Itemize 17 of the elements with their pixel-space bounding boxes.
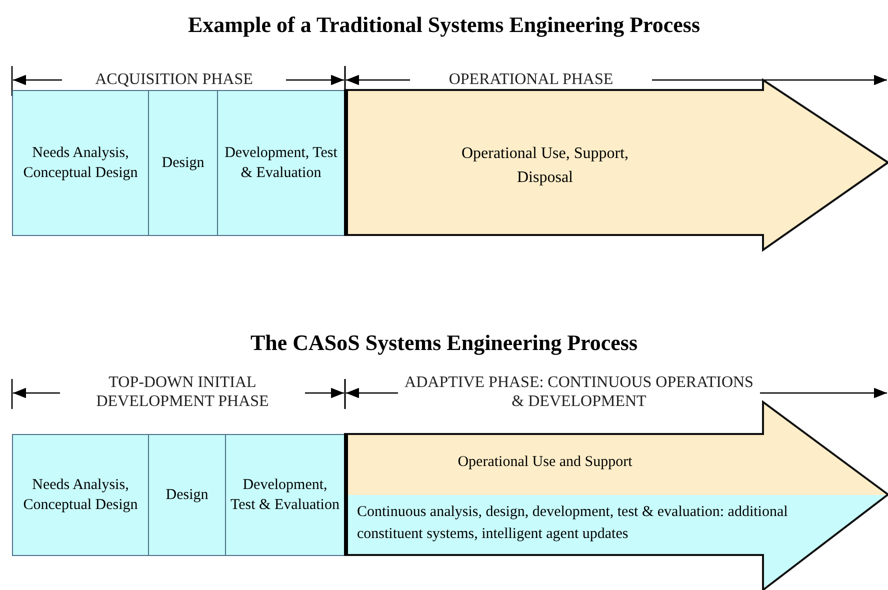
stage-box [148, 90, 218, 236]
band-heading: Operational Use and Support [456, 454, 634, 471]
stage-label: Needs Analysis, Conceptual Design [22, 144, 139, 183]
stage-label: Design [164, 486, 210, 505]
arrow-label: Operational Use, Support, Disposal [460, 144, 630, 188]
band-text: Continuous analysis, design, development, test & evaluation: additional constituent systems, intelligent agent updates [357, 503, 789, 544]
section-heading: The CASoS Systems Engineering Process [249, 330, 639, 356]
stage-label: Needs Analysis, Conceptual Design [22, 476, 139, 515]
stage-box [225, 434, 345, 556]
stage-box [148, 434, 226, 556]
stage-box [217, 90, 345, 236]
stage-label: Development, Test & Evaluation [224, 144, 338, 183]
stage-box [12, 434, 149, 556]
stage-box [12, 90, 149, 236]
diagram-title: Example of a Traditional Systems Engineering Process [186, 12, 702, 38]
stage-label: Development, Test & Evaluation [230, 476, 340, 515]
stage-label: Design [160, 154, 206, 173]
